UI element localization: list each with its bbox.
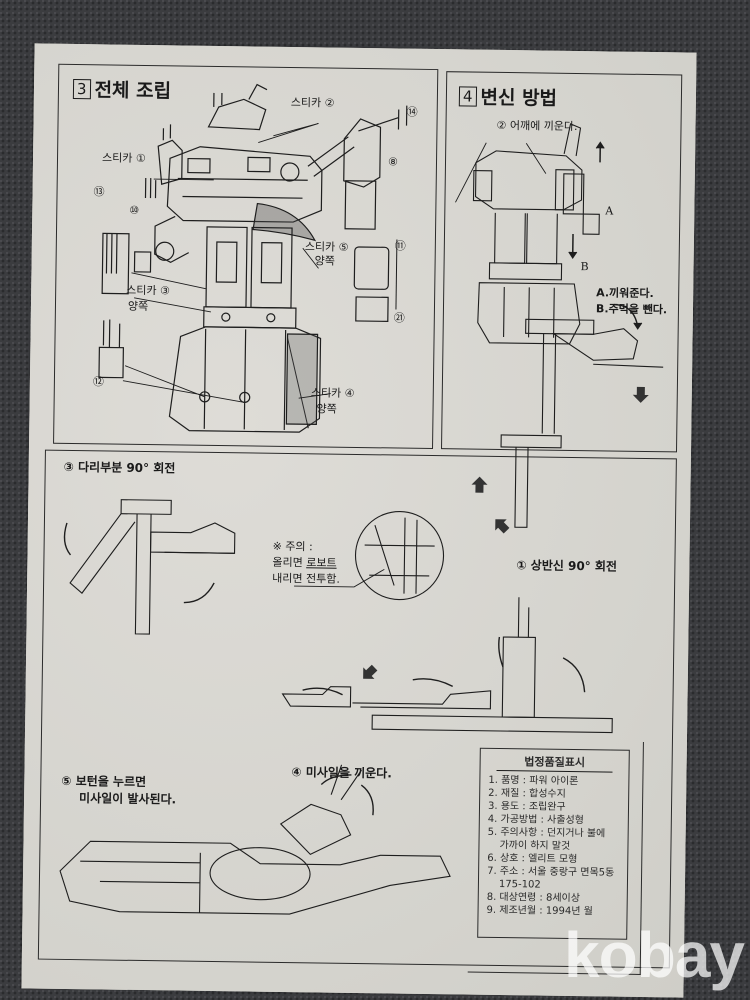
transformation-steps-illustration	[39, 451, 678, 970]
down-arrow-icon	[632, 386, 649, 403]
arrow-label-a: A	[605, 204, 614, 218]
panel-transformation: 4 변신 방법 ② 어깨에 끼운다.	[441, 71, 683, 493]
part-number: ⑩	[129, 203, 140, 217]
step-4-label: ④ 미사일을 끼운다.	[291, 765, 392, 781]
down-left-arrow-icon	[363, 664, 378, 679]
part-number: ⑪	[394, 239, 406, 253]
robot-transform-illustration	[442, 72, 683, 493]
label-sticker-4: 스티카 ④	[310, 386, 355, 400]
panel-transformation-steps: ③ 다리부분 90° 회전	[37, 450, 678, 970]
label-sticker-2: 스티카 ②	[290, 96, 335, 110]
left-arrow-icon	[495, 519, 510, 534]
arrow-label-b: B	[580, 260, 589, 274]
label-sticker-3-both: 양쪽	[127, 299, 149, 314]
label-sticker-3: 스티카 ③	[126, 283, 170, 298]
note-b: B.주먹을 뺀다.	[595, 302, 668, 317]
label-sticker-4-both: 양쪽	[316, 402, 337, 416]
step-5-line-1: ⑤ 보턴을 누르면	[61, 773, 147, 790]
caution-robot-text: 로보트	[306, 556, 337, 570]
step-5-line-2: 미사일이 발사된다.	[78, 791, 177, 807]
note-a: A.끼워준다.	[596, 286, 654, 301]
caution-up-text: 올리면	[272, 555, 307, 570]
step-1-label: ① 상반신 90° 회전	[516, 558, 618, 574]
part-number: ⑬	[93, 185, 105, 199]
quality-label-box: 법정품질표시 1. 품명 : 파워 아이론 2. 재질 : 합성수지 3. 용도…	[477, 747, 630, 940]
part-number: ⑭	[406, 105, 418, 119]
part-number: ㉑	[393, 311, 405, 325]
kobay-watermark: kobay	[564, 919, 745, 991]
label-sticker-5-both: 양쪽	[314, 254, 335, 268]
part-number: ⑫	[92, 375, 105, 389]
panel-full-assembly: 3 전체 조립	[53, 63, 439, 450]
label-sticker-1: 스티카 ①	[101, 151, 146, 165]
label-sticker-5: 스티카 ⑤	[304, 240, 349, 254]
part-number: ⑧	[387, 155, 398, 169]
caution-line-2: 내리면 전투함.	[272, 571, 340, 586]
quality-row: 9. 제조년월 : 1994년 월	[486, 904, 593, 918]
quality-label-title: 법정품질표시	[496, 754, 613, 773]
robot-assembly-illustration	[54, 65, 439, 450]
caution-line-1: 올리면 로보트	[272, 556, 336, 571]
left-down-arrow-icon	[471, 476, 488, 493]
instruction-sheet: 3 전체 조립	[21, 43, 697, 998]
caution-title: ※ 주의 :	[272, 539, 313, 554]
